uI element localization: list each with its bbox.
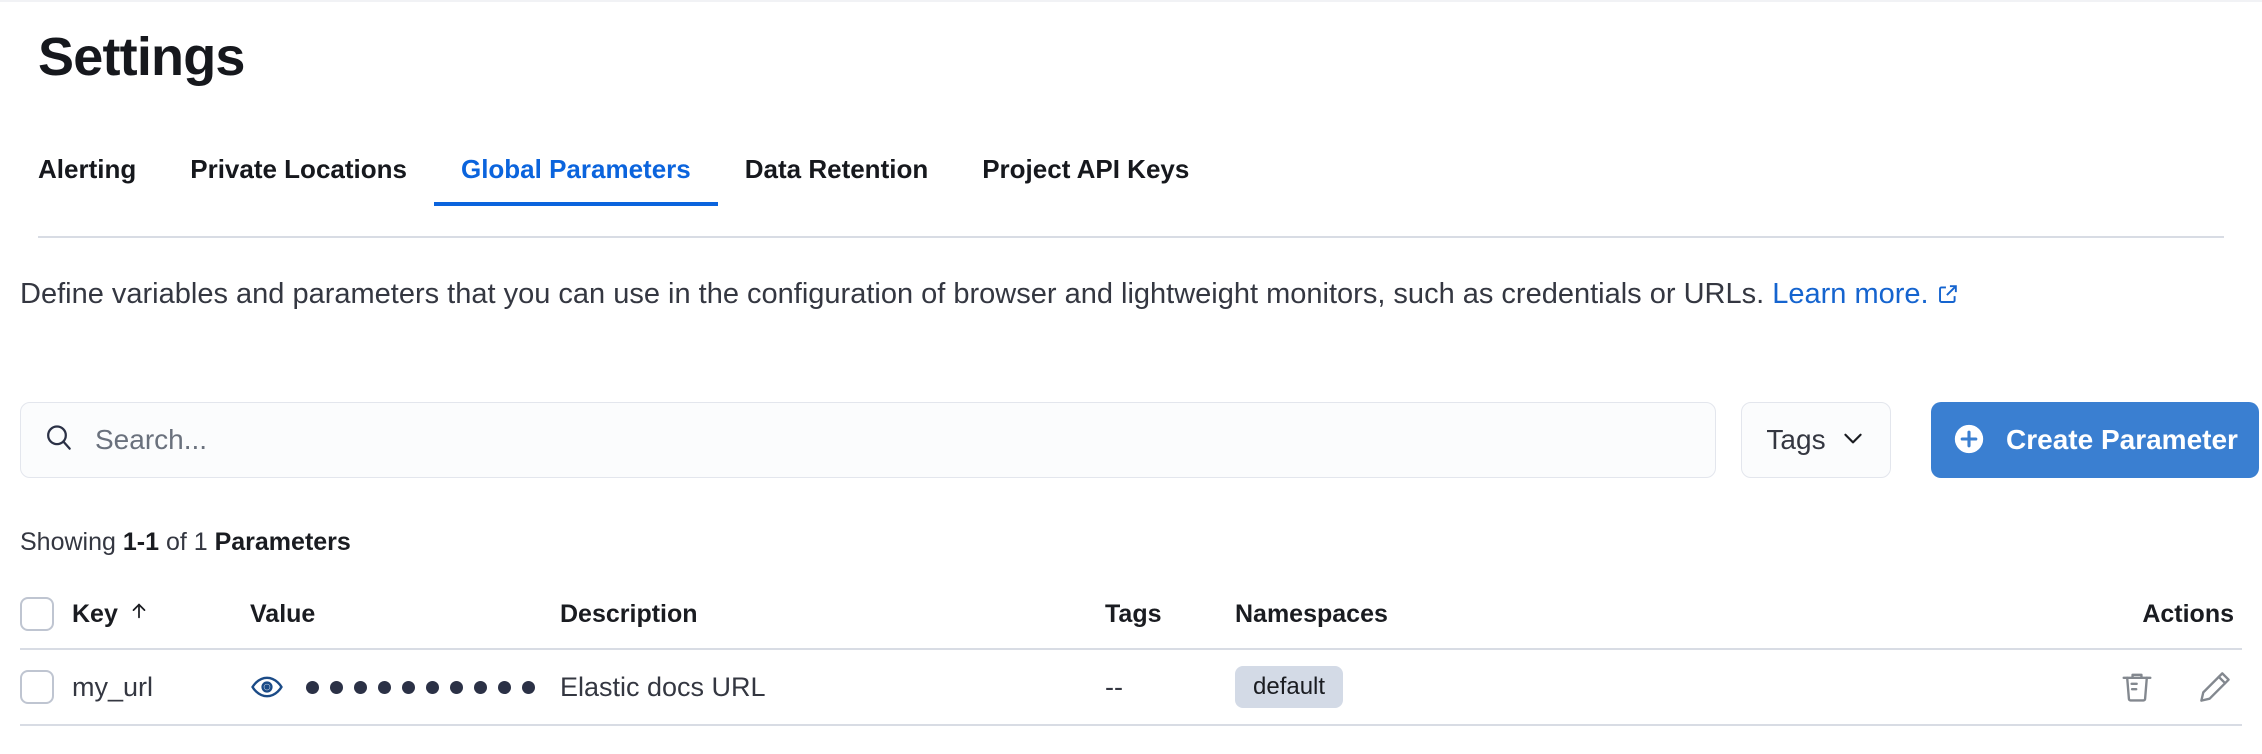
search-input[interactable] bbox=[93, 423, 1693, 457]
select-all-cell bbox=[20, 597, 72, 631]
eye-icon[interactable] bbox=[250, 670, 284, 704]
plus-circle-icon bbox=[1952, 422, 1986, 459]
tab-label: Alerting bbox=[38, 154, 137, 184]
parameters-table: Key Value Description Tags Namespaces bbox=[20, 580, 2242, 726]
cell-actions bbox=[1795, 668, 2242, 706]
tab-label: Project API Keys bbox=[982, 154, 1190, 184]
column-label: Key bbox=[72, 599, 118, 628]
page-description: Define variables and parameters that you… bbox=[20, 270, 2160, 320]
create-parameter-label: Create Parameter bbox=[2006, 424, 2238, 455]
column-header-value[interactable]: Value bbox=[250, 600, 560, 629]
tab-label: Global Parameters bbox=[460, 154, 691, 184]
namespace-badge: default bbox=[1235, 666, 1344, 708]
toolbar: Tags Create Parameter bbox=[20, 402, 2259, 478]
cell-key: my_url bbox=[72, 671, 154, 702]
tabs-divider bbox=[38, 236, 2224, 238]
search-icon bbox=[43, 422, 75, 459]
tab-private-locations[interactable]: Private Locations bbox=[163, 154, 434, 206]
external-link-icon bbox=[1937, 272, 1959, 320]
column-header-description[interactable]: Description bbox=[560, 600, 1105, 629]
tab-label: Private Locations bbox=[190, 154, 407, 184]
learn-more-label: Learn more. bbox=[1772, 278, 1929, 310]
page-title: Settings bbox=[38, 27, 245, 87]
masked-value bbox=[306, 680, 535, 694]
cell-description: Elastic docs URL bbox=[560, 671, 766, 702]
tags-filter-label: Tags bbox=[1766, 424, 1826, 455]
results-prefix: Showing bbox=[20, 528, 123, 556]
tab-label: Data Retention bbox=[744, 154, 929, 184]
trash-icon[interactable] bbox=[2118, 668, 2156, 706]
settings-tabs: Alerting Private Locations Global Parame… bbox=[38, 154, 1216, 206]
column-label: Namespaces bbox=[1235, 599, 1388, 628]
tab-alerting[interactable]: Alerting bbox=[38, 154, 163, 206]
results-middle: of 1 bbox=[159, 528, 215, 556]
learn-more-link[interactable]: Learn more. bbox=[1772, 278, 1958, 310]
cell-namespaces: default bbox=[1235, 666, 1795, 708]
chevron-down-icon bbox=[1840, 425, 1866, 456]
tab-global-parameters[interactable]: Global Parameters bbox=[433, 154, 718, 206]
select-all-checkbox[interactable] bbox=[20, 597, 54, 631]
create-parameter-button[interactable]: Create Parameter bbox=[1931, 402, 2259, 478]
column-label: Description bbox=[560, 599, 698, 628]
column-header-namespaces[interactable]: Namespaces bbox=[1235, 600, 1795, 629]
column-label: Actions bbox=[2142, 599, 2234, 628]
pencil-icon[interactable] bbox=[2196, 668, 2234, 706]
row-select-cell bbox=[20, 670, 72, 704]
table-row: my_url Elastic docs URL -- default bbox=[20, 650, 2242, 726]
description-text: Define variables and parameters that you… bbox=[20, 278, 1773, 310]
row-select-checkbox[interactable] bbox=[20, 670, 54, 704]
cell-value bbox=[250, 670, 560, 704]
tags-filter-button[interactable]: Tags bbox=[1741, 402, 1891, 478]
column-header-key[interactable]: Key bbox=[72, 600, 250, 629]
column-label: Value bbox=[250, 599, 316, 628]
tab-project-api-keys[interactable]: Project API Keys bbox=[955, 154, 1216, 206]
results-range: 1-1 bbox=[122, 528, 159, 556]
tab-data-retention[interactable]: Data Retention bbox=[718, 154, 955, 206]
results-noun: Parameters bbox=[214, 528, 351, 556]
table-header-row: Key Value Description Tags Namespaces bbox=[20, 580, 2242, 650]
results-count: Showing 1-1 of 1 Parameters bbox=[20, 527, 351, 557]
cell-tags: -- bbox=[1105, 671, 1123, 702]
column-header-actions: Actions bbox=[1795, 600, 2242, 629]
search-field[interactable] bbox=[20, 402, 1716, 478]
arrow-up-icon bbox=[128, 600, 150, 629]
column-header-tags[interactable]: Tags bbox=[1105, 600, 1235, 629]
column-label: Tags bbox=[1105, 599, 1162, 628]
